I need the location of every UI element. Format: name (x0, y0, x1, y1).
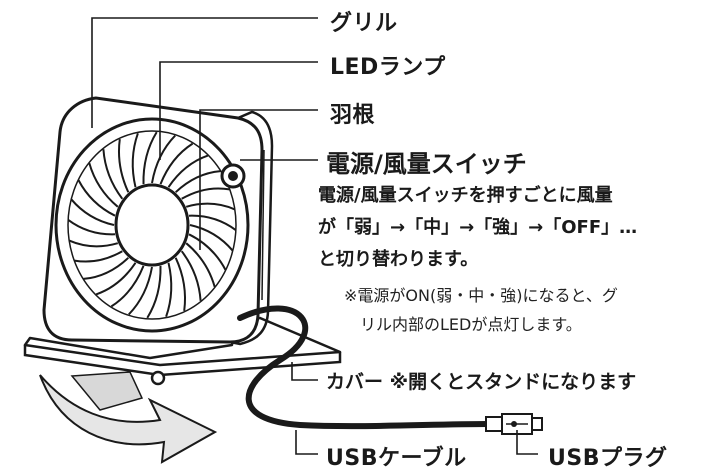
fan-blade (88, 162, 119, 208)
fan-grille (54, 117, 250, 333)
fan-blade (68, 239, 119, 248)
label-usb-cable: USBケーブル (326, 446, 467, 471)
label-usb-plug: USBプラグ (548, 446, 668, 471)
label-cover: カバー ※開くとスタンドになります (326, 371, 637, 393)
fan-blade (67, 218, 116, 236)
fan-blade (185, 242, 216, 288)
rotation-arrow (39, 371, 218, 464)
fan-blade (95, 262, 137, 296)
fan-blade (131, 132, 139, 188)
fan-blade (174, 257, 187, 312)
fan-blade (74, 250, 123, 263)
fan-blade (188, 214, 237, 232)
fan-blade (159, 142, 194, 185)
fan-blade (102, 149, 124, 200)
switch-desc-line3: と切り替わります。 (318, 249, 479, 270)
fan-blade (189, 224, 234, 252)
fan-blade (110, 265, 145, 308)
fan-blade (142, 131, 158, 185)
fan-blade (181, 187, 230, 200)
fan-blade (77, 179, 116, 217)
fan-blade (146, 265, 162, 319)
switch-desc-line1: 電源/風量スイッチを押すごとに風量 (318, 185, 613, 206)
power-switch-icon (220, 163, 246, 189)
fan-blade (83, 257, 129, 280)
fan-blade (128, 266, 153, 316)
note-line1: ※電源がON(弱・中・強)になると、グ (344, 286, 618, 305)
callout-lines (91, 17, 538, 455)
fan-blade (188, 233, 227, 271)
label-blades: 羽根 (330, 103, 376, 128)
fan-blade (70, 198, 115, 226)
fan-blade (180, 250, 202, 301)
fan-blade (185, 202, 236, 211)
fan-blade (167, 154, 209, 188)
switch-desc-line2: が「弱」→「中」→「強」→「OFF」… (318, 217, 638, 238)
fan-blade (175, 170, 221, 193)
fan-blades (67, 131, 237, 319)
label-grille: グリル (330, 11, 398, 36)
usb-plug-icon (485, 413, 543, 435)
label-led-lamp: LEDランプ (330, 55, 446, 80)
label-switch: 電源/風量スイッチ (326, 150, 527, 178)
fan-blade (165, 262, 173, 318)
fan-blade (117, 138, 130, 193)
note-line2: リル内部のLEDが点灯します。 (360, 315, 582, 334)
usb-cable (237, 305, 491, 430)
